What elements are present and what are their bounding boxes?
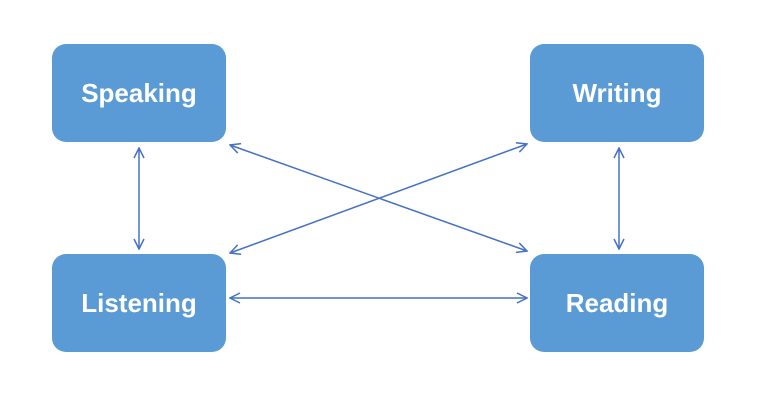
node-label-reading: Reading [565,287,669,318]
connector-listening-writing [230,144,527,253]
node-label-writing: Writing [572,77,662,108]
node-writing: Writing [530,44,704,142]
node-label-listening: Listening [81,287,197,318]
node-listening: Listening [52,254,226,352]
node-speaking: Speaking [52,44,226,142]
node-reading: Reading [530,254,704,352]
node-label-speaking: Speaking [81,77,197,108]
